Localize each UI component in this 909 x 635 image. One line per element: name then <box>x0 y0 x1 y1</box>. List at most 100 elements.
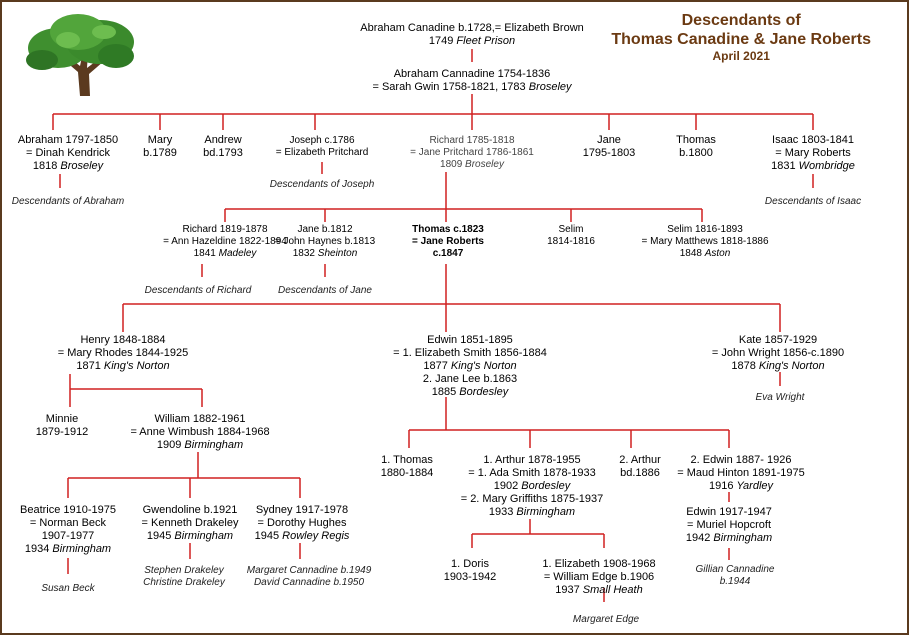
person-gwendoline-1921: Gwendoline b.1921 = Kenneth Drakeley 194… <box>142 504 239 543</box>
node-line: 1. Elizabeth 1908-1968 <box>542 558 656 570</box>
node-text: 1934 <box>24 543 53 555</box>
node-line: Henry 1848-1884 <box>80 334 166 346</box>
node-place: Broseley <box>528 81 572 93</box>
descendants-of-joseph: Descendants of Joseph <box>269 179 375 190</box>
node-text: 1841 <box>193 248 219 259</box>
node-line: 1907-1977 <box>41 530 95 542</box>
node-text: = Sarah Gwin 1758-1821, 1783 <box>372 81 529 93</box>
person-edwin-1851: Edwin 1851-1895 = 1. Elizabeth Smith 185… <box>393 334 547 399</box>
node-text: 1909 <box>156 439 185 451</box>
node-text: 1831 <box>771 160 799 172</box>
title-line-1: Descendants of <box>681 12 801 29</box>
node-line: Edwin 1851-1895 <box>427 334 513 346</box>
child-name: Gillian Cannadine <box>695 564 775 575</box>
node-line: Abraham Cannadine 1754-1836 <box>393 68 551 80</box>
node-line: Thomas <box>676 134 716 146</box>
person-henry-1848: Henry 1848-1884 = Mary Rhodes 1844-1925 … <box>58 334 189 373</box>
node-line: bd.1793 <box>203 147 243 159</box>
node-place: Broseley <box>465 159 504 170</box>
node-line: Gwendoline b.1921 <box>142 504 238 516</box>
node-line: 1. Thomas <box>381 454 433 466</box>
node-line: b.1789 <box>143 147 177 159</box>
node-line: Edwin 1917-1947 <box>686 506 772 518</box>
child-gillian-cannadine: Gillian Cannadine b.1944 <box>696 564 775 588</box>
person-selim-1814: Selim 1814-1816 <box>547 224 595 248</box>
node-place: Birmingham <box>174 530 234 542</box>
child-stephen-drakeley: Stephen Drakeley <box>144 565 224 576</box>
node-text: 1749 <box>428 35 457 47</box>
person-richard-1785: Richard 1785-1818 = Jane Pritchard 1786-… <box>410 135 534 171</box>
node-line: 1. Doris <box>451 558 489 570</box>
node-line: Thomas c.1823 <box>412 224 484 235</box>
person-elizabeth-1908: 1. Elizabeth 1908-1968 = William Edge b.… <box>542 558 655 597</box>
person-joseph-1786: Joseph c.1786 = Elizabeth Pritchard <box>276 135 369 159</box>
node-place: Birmingham <box>52 543 112 555</box>
person-edwin-1887: 2. Edwin 1887- 1926 = Maud Hinton 1891-1… <box>677 454 805 493</box>
person-thomas-1880: 1. Thomas 1880-1884 <box>381 454 434 480</box>
child-susan-beck: Susan Beck <box>41 583 95 594</box>
node-text: 1848 <box>679 248 705 259</box>
person-beatrice-1910: Beatrice 1910-1975 = Norman Beck 1907-19… <box>20 504 116 556</box>
node-text: 1945 <box>254 530 283 542</box>
node-line: = Mary Roberts <box>775 147 851 159</box>
node-text: 1902 <box>493 480 522 492</box>
node-line: = Norman Beck <box>29 517 107 529</box>
person-abraham-1797: Abraham 1797-1850 = Dinah Kendrick 1818 … <box>18 134 118 173</box>
node-place: King's Norton <box>758 360 825 372</box>
node-line: 1. Arthur 1878-1955 <box>483 454 581 466</box>
node-line: Minnie <box>45 413 79 425</box>
child-margaret-cannadine: Margaret Cannadine b.1949 <box>246 565 372 576</box>
child-david-cannadine: David Cannadine b.1950 <box>253 577 365 588</box>
node-place: King's Norton <box>450 360 517 372</box>
descendants-of-isaac: Descendants of Isaac <box>764 196 862 207</box>
node-line: = Jane Pritchard 1786-1861 <box>410 147 534 158</box>
node-line: bd.1886 <box>620 467 660 479</box>
node-line: = 2. Mary Griffiths 1875-1937 <box>460 493 604 505</box>
node-line: Selim 1816-1893 <box>667 224 743 235</box>
person-arthur-1886: 2. Arthur bd.1886 <box>619 454 661 480</box>
node-line: = Dinah Kendrick <box>25 147 111 159</box>
node-line: b.1800 <box>679 147 713 159</box>
person-richard-1819: Richard 1819-1878 = Ann Hazeldine 1822-1… <box>163 224 287 260</box>
node-line: = Mary Matthews 1818-1886 <box>641 236 769 247</box>
node-place: Small Heath <box>582 584 643 596</box>
node-place: Wombridge <box>798 160 855 172</box>
node-line: = Muriel Hopcroft <box>686 519 772 531</box>
node-line: = Elizabeth Pritchard <box>275 147 369 158</box>
person-william-1882: William 1882-1961 = Anne Wimbush 1884-19… <box>130 413 269 452</box>
node-line: Mary <box>147 134 173 146</box>
person-thomas-1800: Thomas b.1800 <box>676 134 716 160</box>
node-text: 1871 <box>76 360 104 372</box>
descendants-of-jane: Descendants of Jane <box>278 285 372 296</box>
person-doris-1903: 1. Doris 1903-1942 <box>444 558 497 584</box>
title-line-2: Thomas Canadine & Jane Roberts <box>611 31 871 48</box>
person-isaac-1803: Isaac 1803-1841 = Mary Roberts 1831 Womb… <box>771 134 855 173</box>
node-place: Madeley <box>218 248 257 259</box>
node-text: 1878 <box>731 360 759 372</box>
person-andrew-1793: Andrew bd.1793 <box>203 134 243 160</box>
node-line: Joseph c.1786 <box>289 135 355 146</box>
node-line: 1903-1942 <box>443 571 497 583</box>
node-line: 1795-1803 <box>582 147 636 159</box>
child-eva-wright: Eva Wright <box>755 392 805 403</box>
node-text: 1809 <box>440 159 466 170</box>
node-line: = Ann Hazeldine 1822-1894 <box>163 236 287 247</box>
node-text: 1832 <box>292 248 318 259</box>
node-place: Bordesley <box>521 480 571 492</box>
node-place: Birmingham <box>516 506 576 518</box>
node-line: 2. Arthur <box>619 454 661 466</box>
title-date: April 2021 <box>712 49 770 63</box>
node-line: Isaac 1803-1841 <box>772 134 854 146</box>
node-line: = John Haynes b.1813 <box>274 236 376 247</box>
person-minnie-1879: Minnie 1879-1912 <box>36 413 89 439</box>
node-line: 2. Edwin 1887- 1926 <box>690 454 792 466</box>
node-line: Abraham 1797-1850 <box>17 134 119 146</box>
node-place: Bordesley <box>459 386 509 398</box>
node-text: 1818 <box>32 160 61 172</box>
node-line: = Mary Rhodes 1844-1925 <box>57 347 189 359</box>
node-place: Aston <box>704 248 731 259</box>
node-place: Rowley Regis <box>282 530 350 542</box>
children-cannadine: Margaret Cannadine b.1949 David Cannadin… <box>247 565 372 589</box>
person-selim-1816: Selim 1816-1893 = Mary Matthews 1818-188… <box>641 224 768 260</box>
